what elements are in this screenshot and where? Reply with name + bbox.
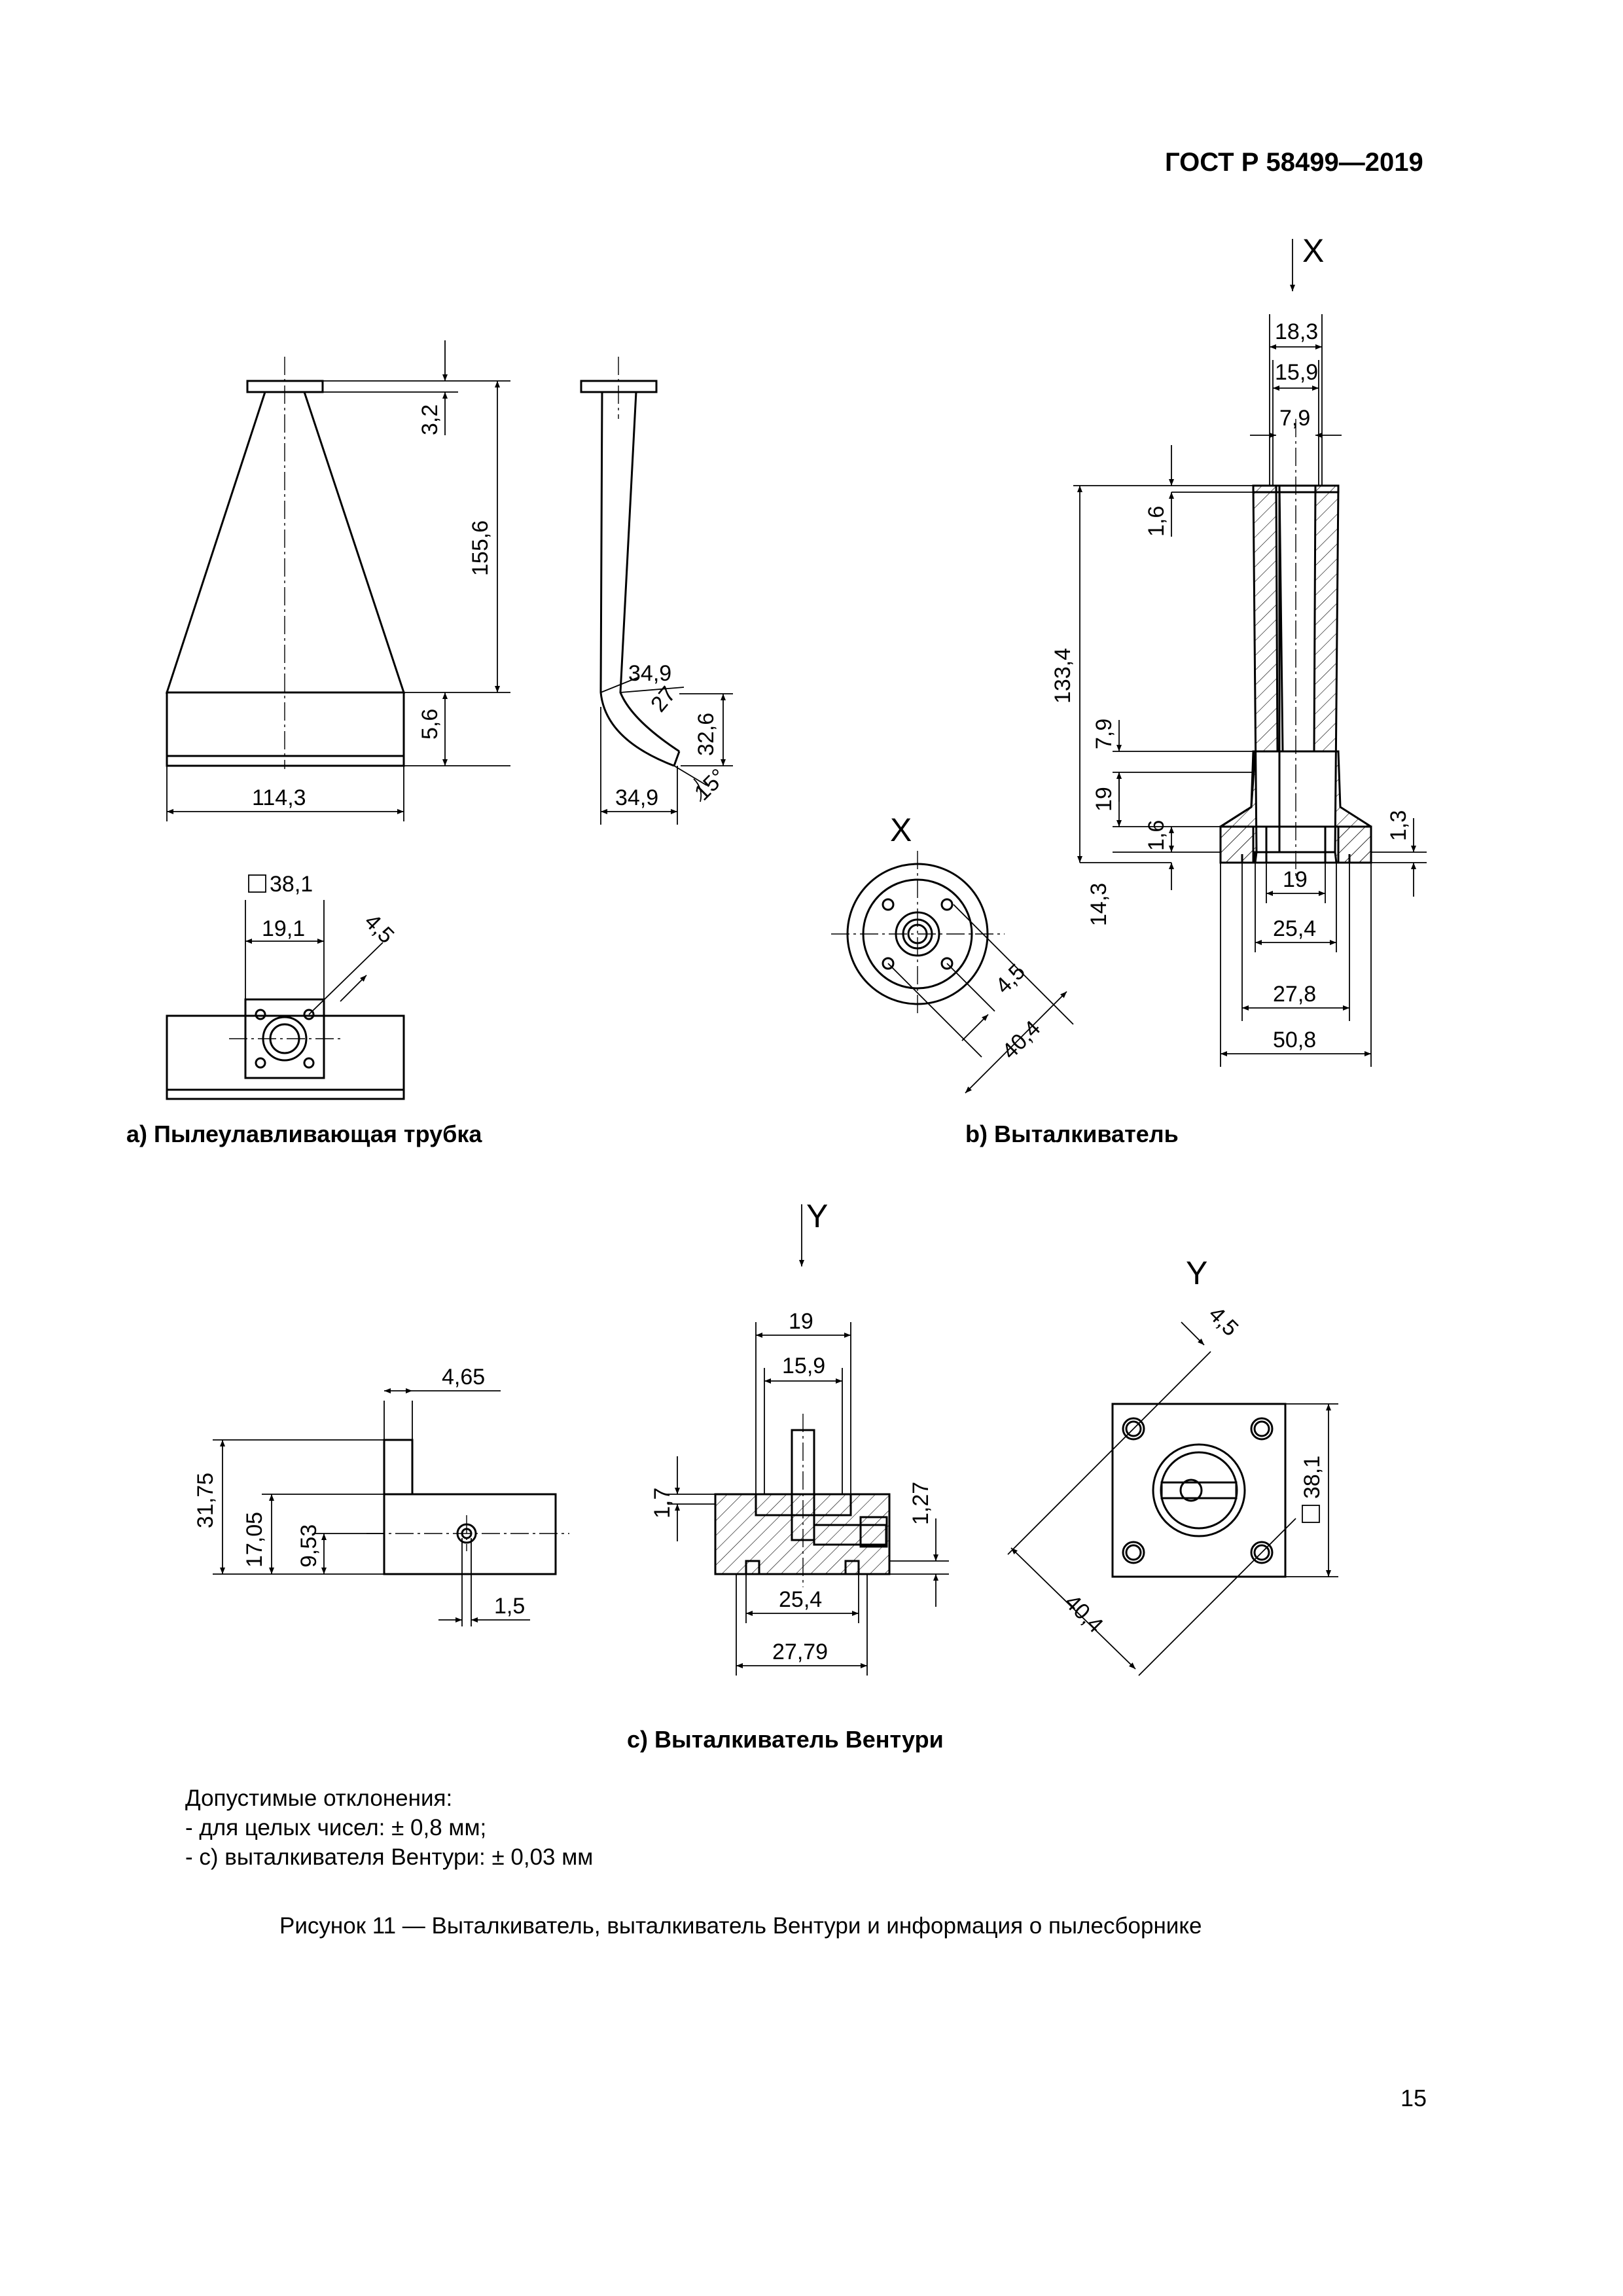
- dim-38-1-square: 38,1: [270, 872, 313, 897]
- dim-17-05: 17,05: [242, 1512, 267, 1568]
- dim-1-6-top: 1,6: [1144, 506, 1169, 537]
- ejector-section: [1219, 419, 1372, 877]
- dim-32-6: 32,6: [694, 713, 719, 756]
- view-a: 3,2 155,6 5,6 114,3 34,9 27 32,6: [126, 340, 733, 1147]
- dim-7-9-top: 7,9: [1279, 406, 1310, 431]
- standard-header: ГОСТ Р 58499—2019: [1165, 148, 1423, 177]
- dim-1-6-bottom: 1,6: [1144, 820, 1169, 851]
- notes-item-2: - с) выталкивателя Вентури: ± 0,03 мм: [185, 1844, 594, 1870]
- page-number: 15: [1400, 2085, 1427, 2111]
- dim-15-deg: 15°: [690, 764, 731, 805]
- view-label-y-square: Y: [1186, 1255, 1207, 1291]
- dim-1-5: 1,5: [494, 1594, 525, 1619]
- dim-15-9-c: 15,9: [782, 1354, 825, 1378]
- dim-34-9-lower: 34,9: [615, 785, 658, 810]
- figure-caption: Рисунок 11 — Выталкиватель, выталкивател…: [279, 1913, 1202, 1939]
- view-c: Y Y 4,65: [193, 1198, 1338, 1753]
- view-label-y-top: Y: [806, 1198, 828, 1234]
- dim-7-9-side: 7,9: [1092, 719, 1116, 749]
- view-b: X: [831, 232, 1427, 1147]
- notes-item-1: - для целых чисел: ± 0,8 мм;: [185, 1815, 487, 1840]
- dim-27: 27: [646, 682, 681, 717]
- notes-title: Допустимые отклонения:: [185, 1785, 453, 1811]
- dim-9-53: 9,53: [296, 1524, 321, 1568]
- view-label-x-top: X: [1302, 232, 1324, 269]
- dim-40-4-c: 40,4: [1060, 1590, 1108, 1638]
- dim-14-3: 14,3: [1086, 883, 1111, 926]
- dim-27-8: 27,8: [1273, 982, 1316, 1007]
- dim-3-2: 3,2: [418, 404, 442, 435]
- dim-40-4-b: 40,4: [997, 1016, 1046, 1064]
- dim-4-65: 4,65: [442, 1365, 485, 1390]
- dim-19-1: 19,1: [262, 916, 305, 941]
- dim-133-4: 133,4: [1050, 648, 1075, 704]
- dim-4-5-b: 4,5: [991, 959, 1030, 998]
- caption-b: b) Выталкиватель: [965, 1121, 1179, 1147]
- dim-1-27: 1,27: [908, 1482, 933, 1525]
- dim-1-7: 1,7: [650, 1488, 675, 1518]
- dim-1-3: 1,3: [1386, 810, 1411, 841]
- dim-31-75: 31,75: [193, 1473, 218, 1528]
- dim-34-9-upper: 34,9: [628, 661, 671, 686]
- ejector-x-view: [831, 851, 1005, 1014]
- venturi-section: [714, 1414, 891, 1587]
- dim-155-6: 155,6: [468, 520, 493, 576]
- dim-4-5-c: 4,5: [1204, 1302, 1243, 1341]
- view-a-dimensions: 3,2 155,6 5,6 114,3 34,9 27 32,6: [166, 340, 733, 1015]
- dim-5-6: 5,6: [418, 709, 442, 740]
- dim-27-79: 27,79: [772, 1640, 828, 1664]
- dim-19-side: 19: [1092, 787, 1116, 812]
- view-label-x-circle: X: [890, 812, 912, 848]
- dim-19-c: 19: [789, 1309, 813, 1334]
- dim-50-8: 50,8: [1273, 1028, 1316, 1052]
- view-b-dimensions: 18,3 15,9 7,9 1,6 133,4 7,9 19 1,6: [887, 314, 1427, 1094]
- view-c-dimensions: 4,65 31,75 17,05 9,53 1,5 19: [193, 1302, 1338, 1676]
- dim-114-3: 114,3: [252, 785, 306, 810]
- caption-c: с) Выталкиватель Вентури: [627, 1726, 944, 1753]
- tube-top-view: [166, 998, 405, 1100]
- dim-18-3: 18,3: [1275, 319, 1318, 344]
- dim-25-4: 25,4: [1273, 916, 1316, 941]
- dim-19-bottom: 19: [1283, 867, 1308, 892]
- tube-front-view: [165, 357, 406, 769]
- venturi-front-view: [366, 1439, 569, 1575]
- dim-4-5: 4,5: [359, 909, 399, 948]
- caption-a: а) Пылеулавливающая трубка: [126, 1121, 482, 1147]
- dim-38-1-c: 38,1: [1300, 1456, 1325, 1499]
- dim-25-4-c: 25,4: [779, 1587, 822, 1612]
- dim-15-9: 15,9: [1275, 360, 1318, 385]
- tube-side-view: [580, 357, 681, 767]
- venturi-y-view: [1111, 1403, 1287, 1578]
